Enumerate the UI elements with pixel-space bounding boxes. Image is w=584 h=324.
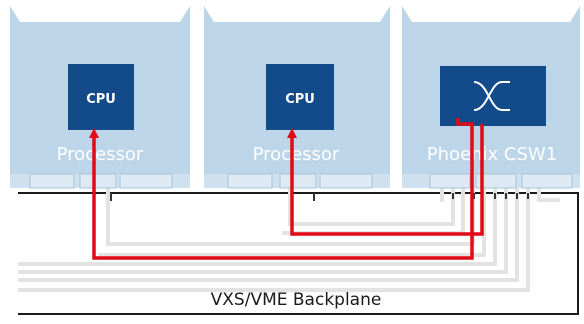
card-processor-2: CPU Processor (204, 6, 390, 189)
edge-connector (279, 173, 317, 189)
edge-connector (119, 173, 173, 189)
backplane-bus-traces (18, 180, 560, 292)
route-cpu1-to-switch (92, 118, 474, 260)
backplane-outline (18, 192, 579, 315)
edge-connector (429, 173, 471, 189)
route-arrow-cpu1 (89, 128, 99, 138)
backplane-label: VXS/VME Backplane (211, 290, 382, 310)
card-label: Phoenix CSW1 (427, 144, 557, 165)
card-processor-1: CPU Processor (10, 6, 190, 189)
card-label: Processor (253, 144, 340, 165)
edge-connector (521, 173, 573, 189)
card-label: Processor (57, 144, 144, 165)
connector-dots (110, 193, 529, 201)
route-cpu2-to-switch (290, 124, 484, 236)
switch-cross-icon (473, 81, 510, 111)
data-route (89, 118, 484, 260)
cpu-chip (266, 64, 334, 130)
route-arrow-cpu2 (287, 128, 297, 138)
edge-connector (79, 173, 117, 189)
switch-chip (440, 66, 546, 126)
card-switch: Phoenix CSW1 (402, 6, 580, 189)
cpu-chip (68, 64, 134, 130)
edge-connector (227, 173, 273, 189)
edge-connector (319, 173, 373, 189)
edge-connector (475, 173, 517, 189)
edge-connector (29, 173, 75, 189)
cpu-chip-label: CPU (86, 92, 116, 107)
cpu-chip-label: CPU (285, 92, 315, 107)
